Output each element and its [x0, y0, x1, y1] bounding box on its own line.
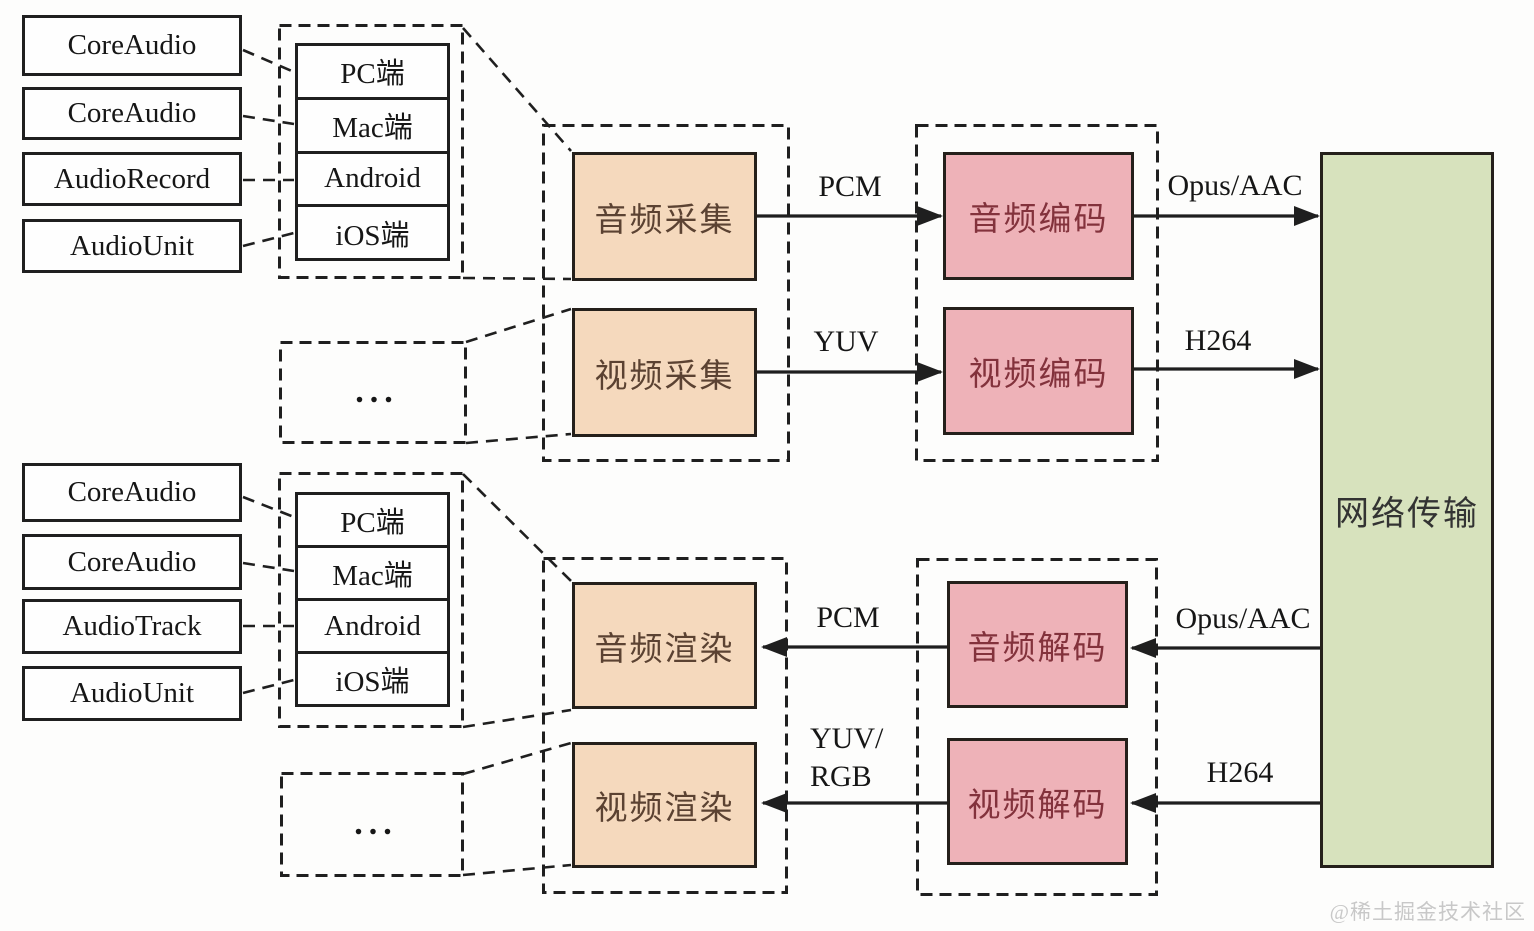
receiver-api-box-audiounit: AudioUnit — [22, 666, 242, 721]
platform-row-mac: Mac端 — [298, 96, 447, 151]
video-encode-box: 视频编码 — [943, 307, 1134, 435]
platform-row-ios: iOS端 — [298, 651, 447, 704]
audio-decode-box: 音频解码 — [947, 581, 1128, 708]
sender-api-box-audiounit: AudioUnit — [22, 219, 242, 273]
video-render-box: 视频渲染 — [572, 742, 757, 868]
flow-arrows — [757, 206, 1320, 813]
h264-label-top: H264 — [1184, 324, 1252, 357]
platform-row-android: Android — [298, 598, 447, 651]
pcm-label-top: PCM — [818, 170, 882, 203]
network-transmission-box: 网络传输 — [1320, 152, 1494, 868]
h264-label-bottom: H264 — [1206, 756, 1274, 789]
sender-platform-list: PC端 Mac端 Android iOS端 — [295, 43, 450, 261]
receiver-api-box-coreaudio-pc: CoreAudio — [22, 463, 242, 522]
watermark: @稀土掘金技术社区 — [1329, 900, 1526, 924]
sender-api-box-coreaudio-mac: CoreAudio — [22, 87, 242, 140]
video-capture-box: 视频采集 — [572, 308, 757, 437]
video-decode-box: 视频解码 — [947, 738, 1128, 865]
rgb-label-bottom: RGB — [810, 760, 872, 793]
opus-aac-label-bottom: Opus/AAC — [1175, 602, 1311, 635]
yuv-label-top: YUV — [813, 325, 879, 358]
receiver-ellipsis: ... — [354, 805, 398, 842]
platform-row-pc: PC端 — [340, 507, 405, 539]
receiver-platform-list: PC端 Mac端 Android iOS端 — [295, 492, 450, 707]
sender-api-box-audiorecord: AudioRecord — [22, 152, 242, 206]
audio-render-box: 音频渲染 — [572, 582, 757, 709]
sender-api-box-coreaudio-pc: CoreAudio — [22, 15, 242, 76]
platform-row-pc: PC端 — [340, 58, 405, 91]
receiver-api-box-audiotrack: AudioTrack — [22, 599, 242, 654]
audio-capture-box: 音频采集 — [572, 152, 757, 281]
platform-row-ios: iOS端 — [298, 204, 447, 258]
pcm-label-bottom: PCM — [816, 601, 880, 634]
receiver-api-box-coreaudio-mac: CoreAudio — [22, 534, 242, 590]
sender-ellipsis: ... — [355, 373, 399, 410]
platform-row-mac: Mac端 — [298, 545, 447, 598]
platform-row-android: Android — [298, 150, 447, 205]
yuv-label-bottom: YUV/ — [810, 722, 884, 755]
opus-aac-label-top: Opus/AAC — [1167, 169, 1303, 202]
audio-encode-box: 音频编码 — [943, 152, 1134, 280]
